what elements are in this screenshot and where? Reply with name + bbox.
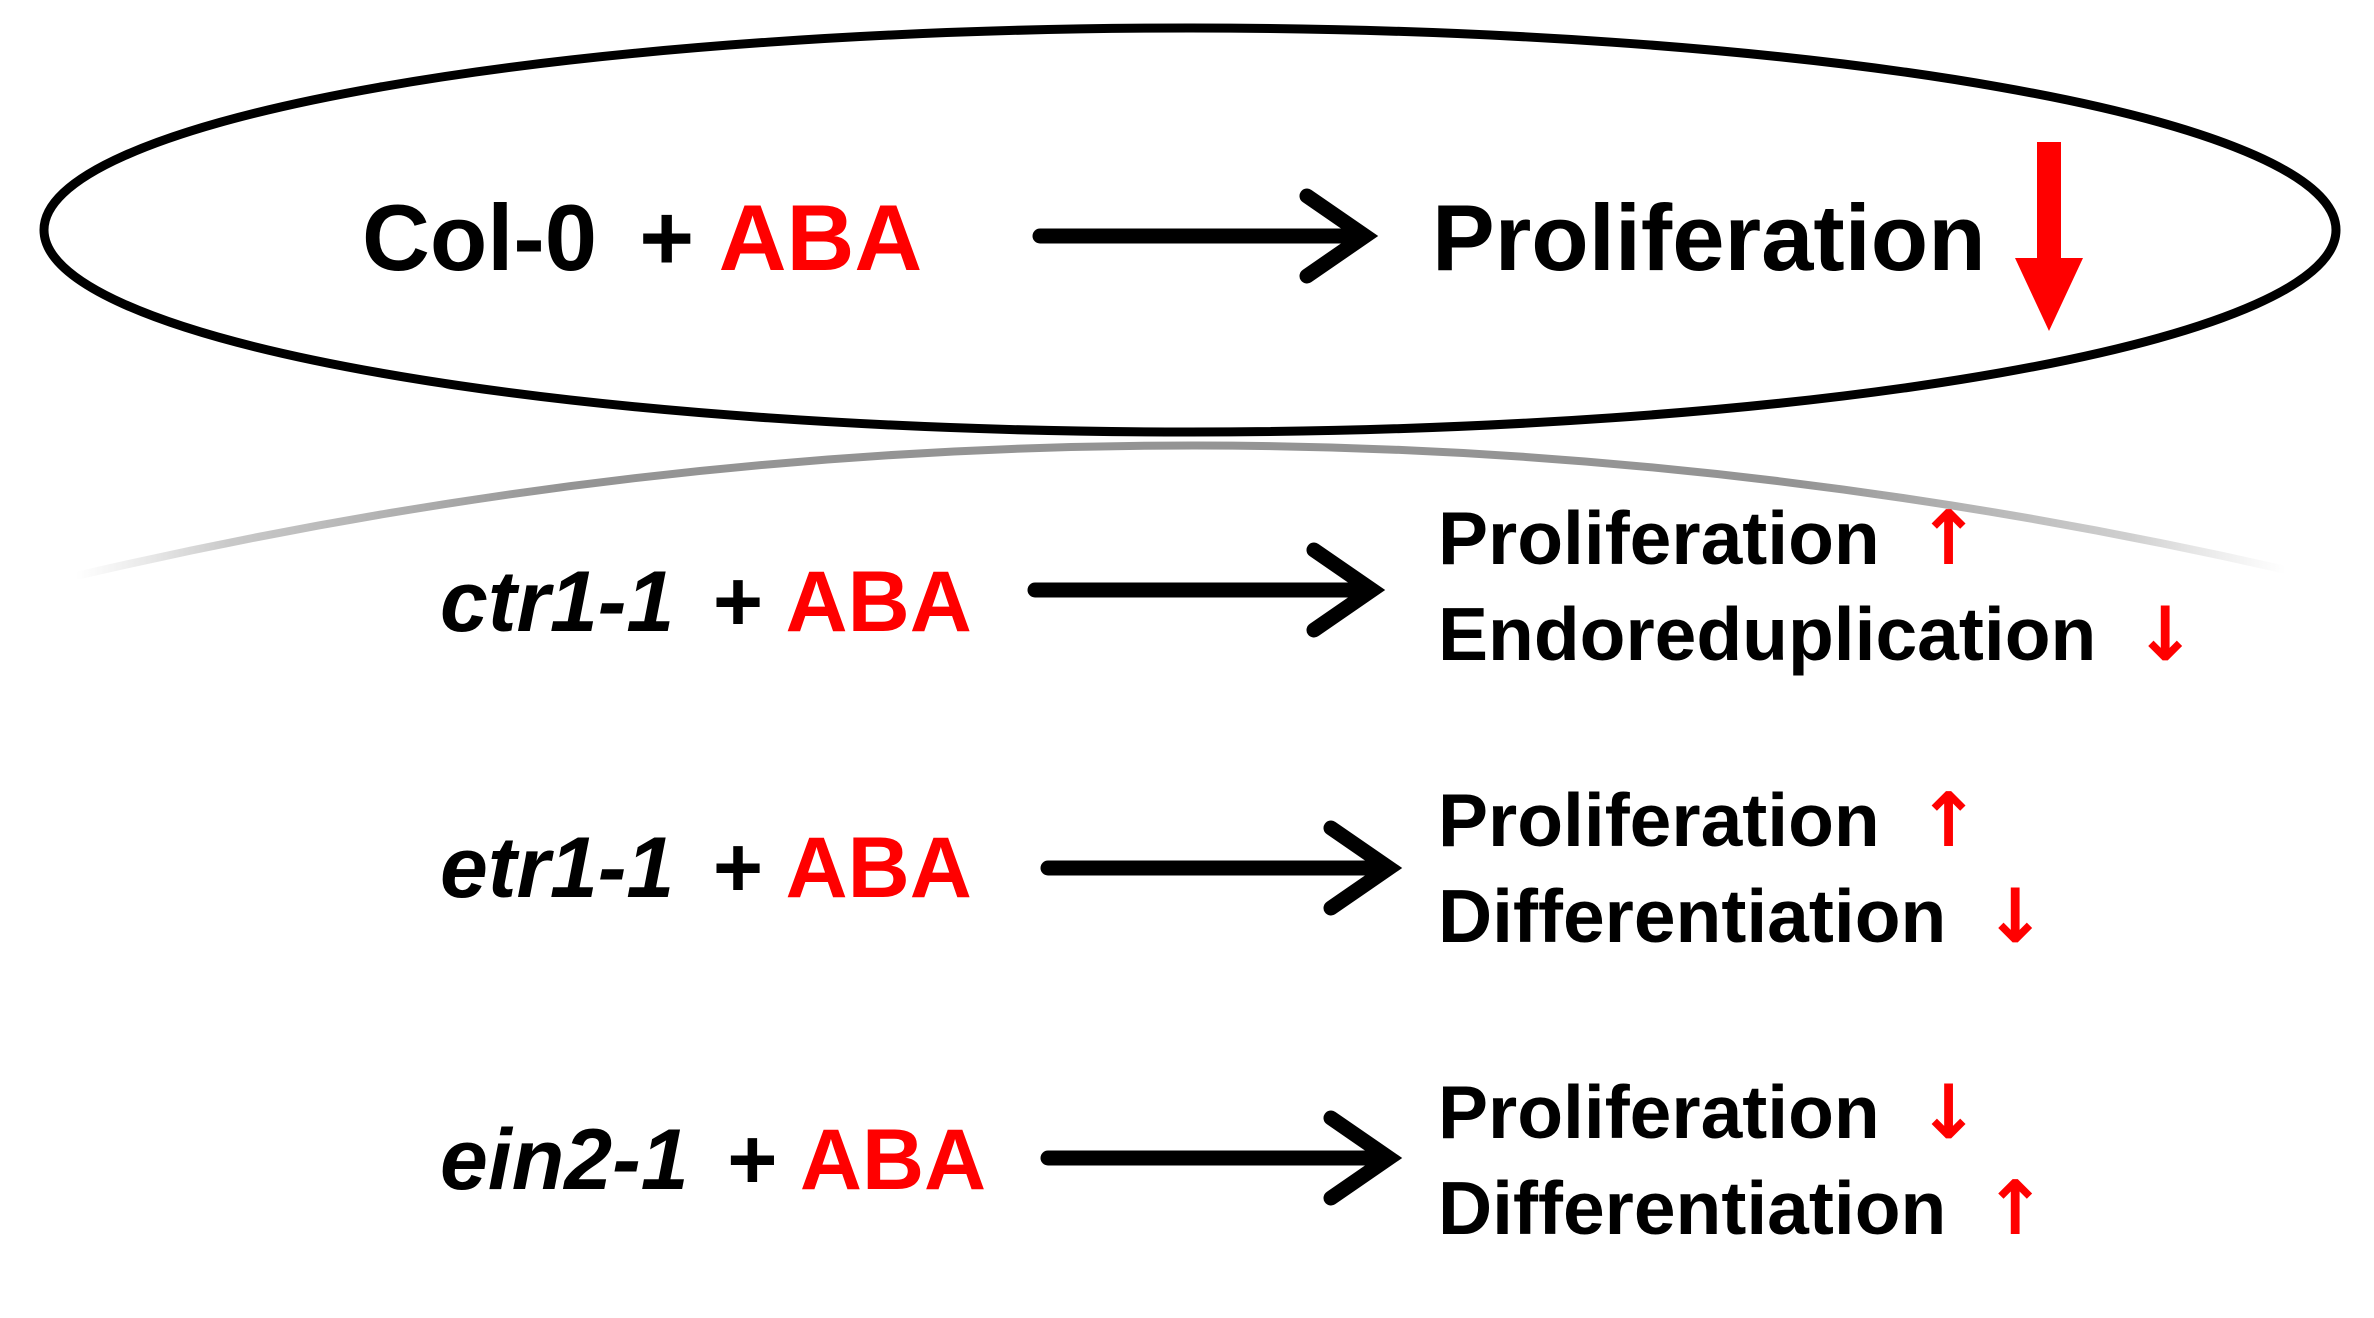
effect-label: Endoreduplication: [1438, 592, 2097, 676]
up-arrow-icon: ↑: [1917, 494, 1980, 582]
right-arrow-icon: [1040, 1110, 1403, 1206]
effects-block-ctr1: Proliferation ↑ Endoreduplication ↓: [1438, 490, 2197, 682]
effect-line: Differentiation ↓: [1438, 868, 2047, 964]
up-arrow-icon: ↑: [1917, 776, 1980, 864]
effects-block-etr1: Proliferation ↑ Differentiation ↓: [1438, 772, 2047, 964]
wild-type-row-label: Col-0 + ABA: [362, 191, 922, 285]
treatment-label: ABA: [785, 554, 972, 650]
treatment-label: ABA: [799, 1112, 987, 1208]
genotype-label: ein2-1: [440, 1112, 689, 1208]
effects-block-ein2: Proliferation ↓ Differentiation ↑: [1438, 1064, 2047, 1256]
plus-sign: +: [639, 185, 695, 290]
effect-line: Proliferation ↑: [1438, 772, 2047, 868]
right-arrow-icon: [1032, 188, 1379, 284]
genotype-label: ctr1-1: [440, 554, 675, 650]
wild-type-result-label: Proliferation: [1432, 185, 1986, 290]
mutant-row-ctr1-label: ctr1-1 + ABA: [440, 559, 972, 645]
gray-arc: [72, 441, 2290, 580]
effect-line: Differentiation ↑: [1438, 1160, 2047, 1256]
plus-sign: +: [712, 820, 764, 916]
effect-label: Proliferation: [1438, 1070, 1880, 1154]
effect-label: Differentiation: [1438, 874, 1947, 958]
effect-line: Endoreduplication ↓: [1438, 586, 2197, 682]
down-arrow-icon: ↓: [1917, 1068, 1980, 1156]
effect-line: Proliferation ↑: [1438, 490, 2197, 586]
genotype-label: etr1-1: [440, 820, 675, 916]
effect-label: Proliferation: [1438, 778, 1880, 862]
effect-label: Proliferation: [1438, 496, 1880, 580]
treatment-label: ABA: [718, 185, 923, 290]
effect-line: Proliferation ↓: [1438, 1064, 2047, 1160]
down-arrow-icon: ↓: [1983, 872, 2047, 960]
right-arrow-icon: [1027, 542, 1386, 638]
plus-sign: +: [727, 1112, 778, 1208]
mutant-row-etr1-label: etr1-1 + ABA: [440, 825, 972, 911]
plus-sign: +: [712, 554, 764, 650]
genotype-label: Col-0: [362, 185, 597, 290]
treatment-label: ABA: [785, 820, 972, 916]
wild-type-ellipse: [39, 23, 2341, 437]
right-arrow-icon: [1040, 820, 1403, 916]
mutant-row-ein2-label: ein2-1 + ABA: [440, 1117, 986, 1203]
red-down-block-arrow-icon: [2015, 142, 2083, 331]
up-arrow-icon: ↑: [1983, 1164, 2047, 1252]
effect-label: Differentiation: [1438, 1166, 1947, 1250]
down-arrow-icon: ↓: [2133, 590, 2197, 678]
